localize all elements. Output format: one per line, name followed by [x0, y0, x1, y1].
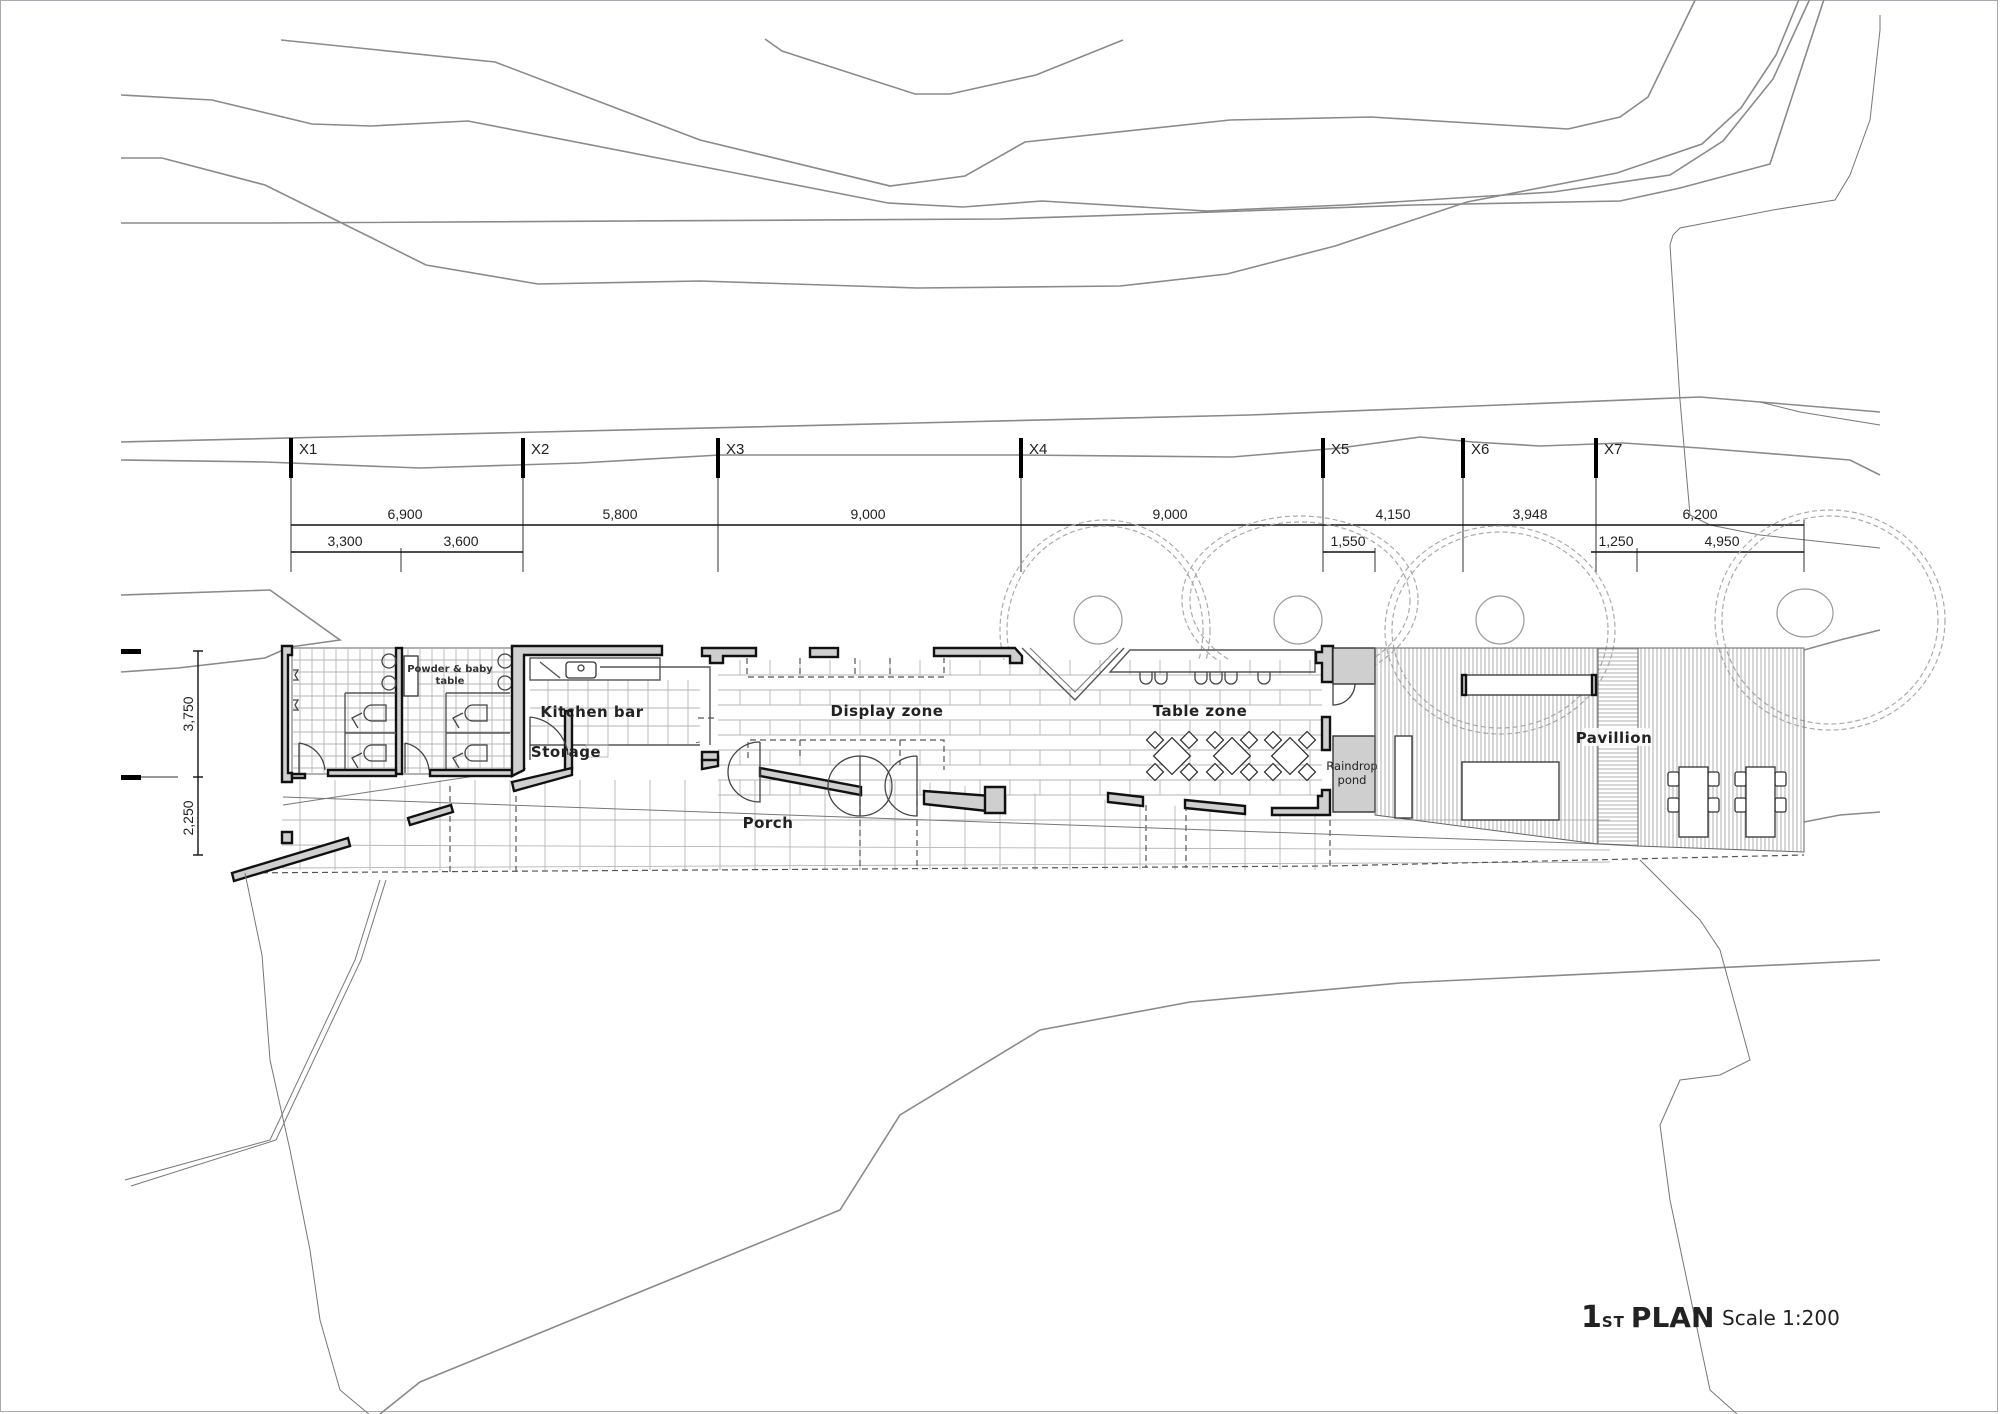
drawing-title: 1ST PLAN — [1581, 1300, 1714, 1335]
label-display-zone: Display zone — [831, 702, 944, 720]
title-text: PLAN — [1630, 1301, 1715, 1334]
porch-entry-walls — [230, 803, 455, 883]
drawing-scale: Scale 1:200 — [1722, 1306, 1840, 1330]
display-table-zone: Display zone Table zone Porch — [700, 644, 1356, 832]
dim-vertical-2250: 2,250 — [180, 800, 196, 835]
dim-sub-1250: 1,250 — [1598, 533, 1633, 549]
label-raindrop-line2: pond — [1338, 773, 1367, 787]
dim-vertical-3750: 3,750 — [180, 696, 196, 731]
label-powder-table-line2: table — [436, 676, 465, 687]
raindrop-pond: Raindrop pond — [1326, 647, 1378, 813]
dim-x5-x6: 4,150 — [1375, 506, 1410, 522]
site-contours-top — [120, 0, 1881, 549]
dim-x4-x5: 9,000 — [1152, 506, 1187, 522]
label-powder-table: Powder & baby — [407, 664, 493, 675]
dim-x6-x7: 3,948 — [1512, 506, 1547, 522]
grid-label-x2: X2 — [531, 441, 549, 458]
label-table-zone: Table zone — [1153, 702, 1248, 720]
grid-label-x7: X7 — [1604, 441, 1622, 458]
dim-x1-x2: 6,900 — [387, 506, 422, 522]
dining-tables — [1667, 766, 1787, 838]
dim-sub-3600: 3,600 — [443, 533, 478, 549]
label-storage: Storage — [531, 743, 601, 761]
grid-markers: X1 X2 X3 X4 X5 X6 X7 — [289, 438, 1622, 478]
vertical-dimension: 3,750 2,250 — [121, 649, 203, 856]
dimension-lines: 6,900 5,800 9,000 9,000 4,150 3,948 6,20… — [290, 478, 1805, 572]
dim-x2-x3: 5,800 — [602, 506, 637, 522]
title-number: 1 — [1581, 1300, 1602, 1335]
label-porch: Porch — [743, 814, 794, 832]
site-contours-bottom — [124, 859, 1881, 1414]
grid-label-x4: X4 — [1029, 441, 1047, 458]
restrooms: Powder & baby table — [280, 644, 514, 845]
title-ordinal: ST — [1601, 1313, 1625, 1331]
table-sets — [1145, 730, 1317, 782]
dim-sub-1550: 1,550 — [1330, 533, 1365, 549]
dim-sub-4950: 4,950 — [1704, 533, 1739, 549]
kitchen-area: Kitchen bar Storage — [510, 644, 718, 793]
label-raindrop: Raindrop — [1326, 759, 1377, 773]
pavilion-deck: Pavillion — [1374, 647, 1805, 853]
grid-label-x5: X5 — [1331, 441, 1349, 458]
grid-label-x3: X3 — [726, 441, 744, 458]
dim-x3-x4: 9,000 — [850, 506, 885, 522]
grid-label-x6: X6 — [1471, 441, 1489, 458]
dim-x7-end: 6,200 — [1682, 506, 1717, 522]
label-kitchen-bar: Kitchen bar — [540, 703, 643, 721]
site-lines-mid — [120, 589, 1881, 823]
dim-sub-3300: 3,300 — [327, 533, 362, 549]
grid-label-x1: X1 — [299, 441, 317, 458]
label-pavilion: Pavillion — [1576, 729, 1653, 747]
